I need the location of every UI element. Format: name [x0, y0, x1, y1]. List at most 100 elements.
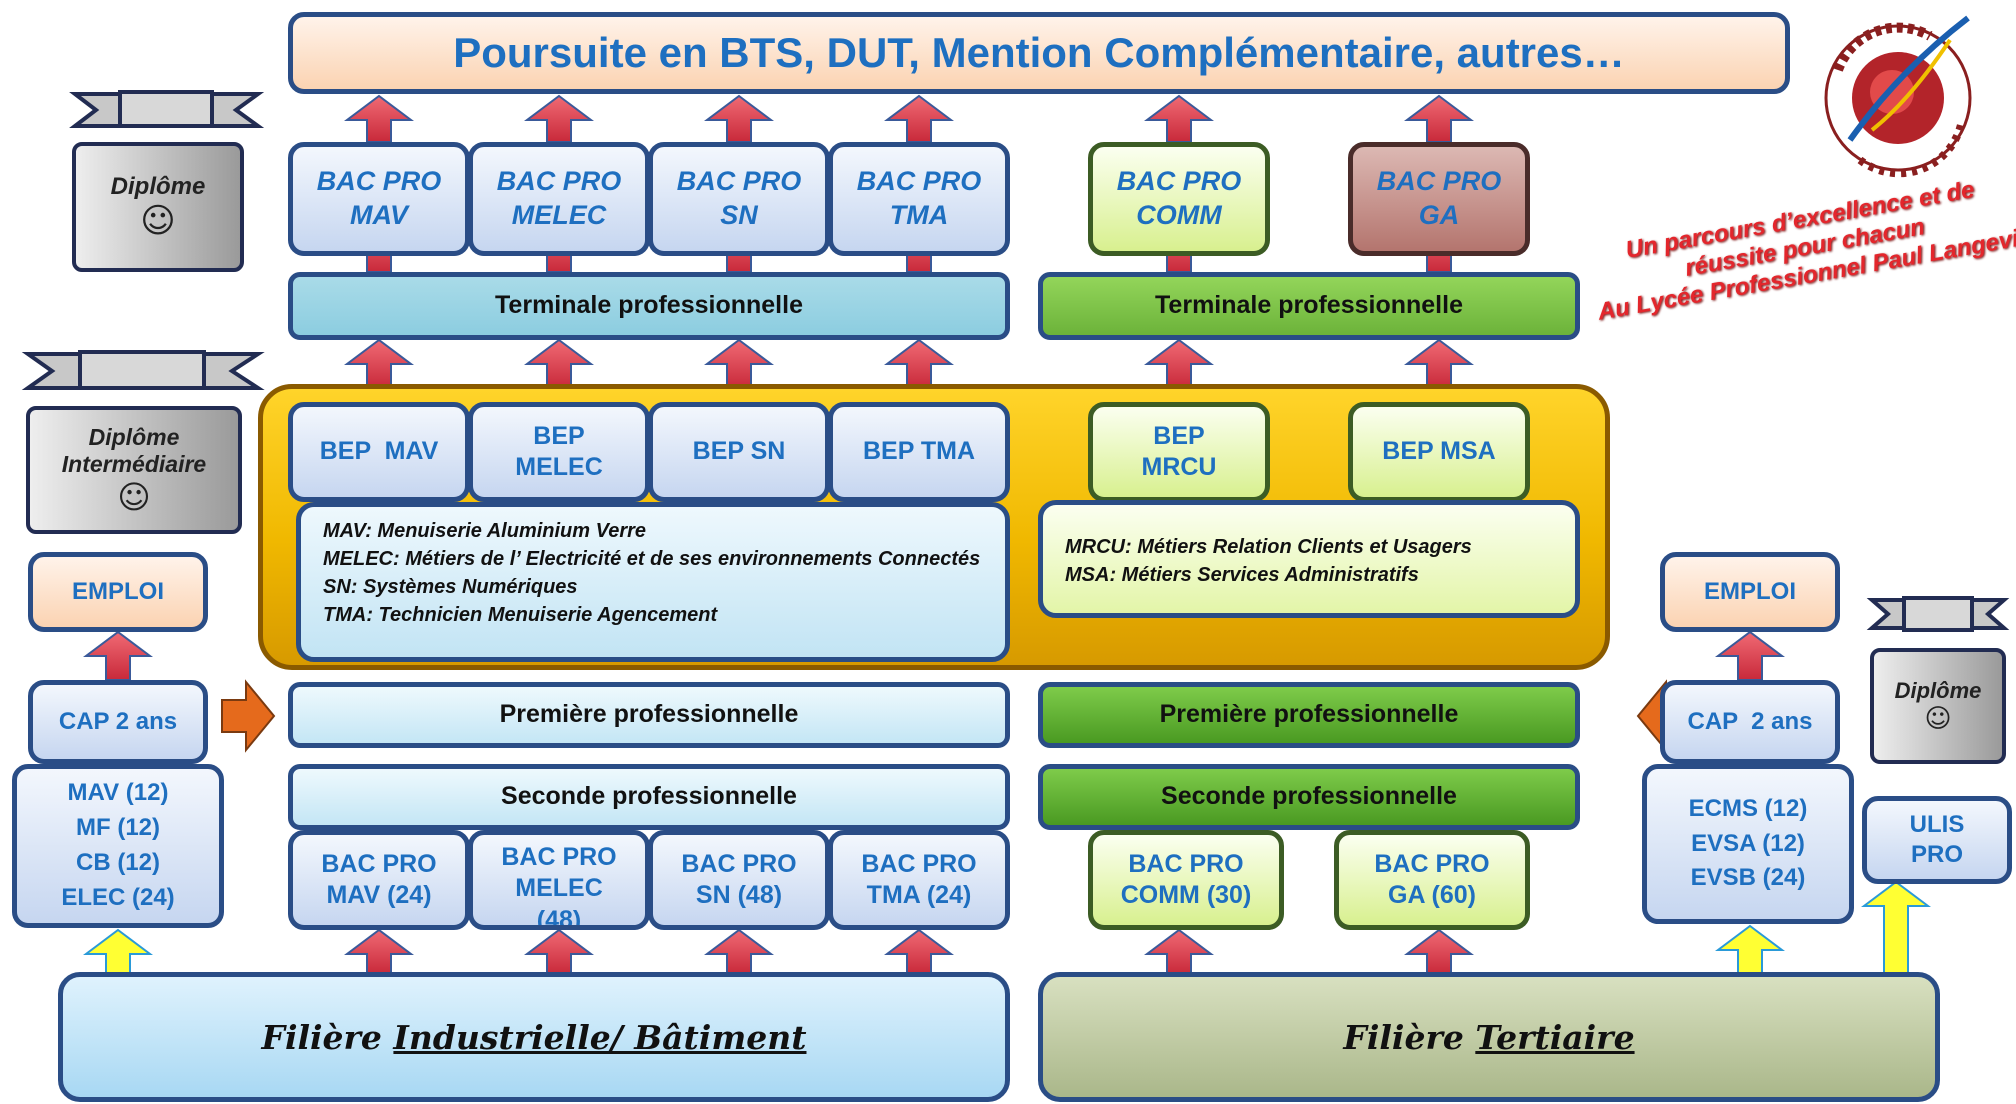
emploi-label: EMPLOI — [71, 578, 164, 605]
bac-bottom-name: MAV (24) — [326, 881, 432, 909]
level-label: Seconde professionnelle — [501, 782, 797, 811]
red-arrow-icon — [83, 630, 153, 681]
red-arrow-icon — [884, 338, 954, 389]
bac-top-sn: BAC PRO SN — [648, 142, 830, 256]
bac-bottom-label: BAC PRO — [1374, 849, 1490, 878]
bac-top-label: BAC PRO — [676, 166, 802, 197]
level-label: Terminale professionnelle — [1155, 291, 1463, 320]
bac-bottom-label: BAC PRO — [501, 843, 617, 872]
legend-line: MSA: Métiers Services Administratifs — [1065, 564, 1419, 586]
diplome-label: Diplôme — [110, 173, 206, 200]
legend-line: MRCU: Métiers Relation Clients et Usager… — [1065, 536, 1472, 558]
legend-line: MELEC: Métiers de l’ Electricité et de s… — [323, 548, 981, 570]
red-arrow-icon — [1404, 94, 1474, 143]
bep-melec: BEP MELEC — [468, 402, 650, 502]
ribbon-icon — [21, 350, 265, 390]
smiley-icon: ☺ — [117, 478, 151, 516]
red-arrow-icon — [704, 338, 774, 389]
terminale-tertiary: Terminale professionnelle — [1038, 272, 1580, 340]
red-arrow-icon — [524, 94, 594, 143]
red-arrow-icon — [884, 928, 954, 975]
diplome-intermediaire-scroll: Diplôme Intermédiaire ☺ — [26, 406, 242, 534]
bac-top-name: GA — [1418, 200, 1460, 230]
ribbon-icon — [1866, 596, 2010, 632]
red-arrow-icon — [1144, 94, 1214, 143]
cap-item: EVSB (24) — [1690, 864, 1806, 892]
ulis-pro: ULIS PRO — [1862, 796, 2012, 884]
bac-bottom-name: GA (60) — [1388, 881, 1476, 909]
diplome-label: Diplôme — [1894, 678, 1982, 703]
bac-top-mav: BAC PRO MAV — [288, 142, 470, 256]
bac-bottom-name: SN (48) — [695, 881, 783, 909]
cap-item: MF (12) — [76, 814, 160, 842]
legend-line: SN: Systèmes Numériques — [323, 576, 578, 598]
red-arrow-icon — [704, 94, 774, 143]
red-arrow-icon — [344, 338, 414, 389]
bac-bottom-melec: BAC PRO MELEC (48) — [468, 830, 650, 930]
bep-mrcu: BEP MRCU — [1088, 402, 1270, 502]
filiere-name: Industrielle/ Bâtiment — [393, 1017, 807, 1057]
seconde-tertiary: Seconde professionnelle — [1038, 764, 1580, 830]
ulis-label: ULIS — [1909, 811, 1965, 838]
bep-label: BEP TMA — [862, 437, 976, 466]
cap-item: MAV (12) — [67, 779, 169, 807]
bac-top-melec: BAC PRO MELEC — [468, 142, 650, 256]
bac-top-name: SN — [720, 200, 758, 230]
bac-bottom-ga: BAC PRO GA (60) — [1334, 830, 1530, 930]
yellow-arrow-icon — [1715, 924, 1785, 975]
premiere-industrial: Première professionnelle — [288, 682, 1010, 748]
bac-top-ga: BAC PRO GA — [1348, 142, 1530, 256]
cap-left: CAP 2 ans — [28, 680, 208, 764]
diplome-label: Intermédiaire — [61, 451, 207, 477]
legend-industrial: MAV: Menuiserie Aluminium Verre MELEC: M… — [296, 502, 1010, 662]
bac-bottom-name: TMA (24) — [866, 881, 972, 909]
smiley-icon: ☺ — [1924, 704, 1952, 734]
bep-tma: BEP TMA — [828, 402, 1010, 502]
bac-bottom-label: BAC PRO — [861, 849, 977, 878]
filiere-prefix: Filière — [261, 1017, 394, 1057]
smiley-icon: ☺ — [140, 201, 176, 241]
filiere-industrial: Filière Industrielle/ Bâtiment — [58, 972, 1010, 1102]
yellow-arrow-icon — [83, 928, 153, 975]
bep-label: BEP — [1153, 421, 1205, 450]
red-arrow-icon — [344, 928, 414, 975]
cap-label: CAP 2 ans — [58, 708, 178, 735]
red-arrow-icon — [1144, 338, 1214, 389]
red-arrow-icon — [524, 338, 594, 389]
school-logo — [1824, 15, 1972, 178]
bac-bottom-sn: BAC PRO SN (48) — [648, 830, 830, 930]
bep-label: BEP — [533, 421, 585, 450]
diplome-scroll-right: Diplôme ☺ — [1870, 648, 2006, 764]
bac-top-label: BAC PRO — [496, 166, 622, 197]
red-arrow-icon — [1404, 928, 1474, 975]
red-arrow-icon — [884, 94, 954, 143]
bac-bottom-label: BAC PRO — [681, 849, 797, 878]
red-arrow-icon — [524, 928, 594, 975]
cap-list-right: ECMS (12) EVSA (12) EVSB (24) — [1642, 764, 1854, 924]
bep-label: BEP MSA — [1382, 437, 1496, 466]
bac-top-label: BAC PRO — [316, 166, 442, 197]
level-label: Seconde professionnelle — [1161, 782, 1457, 811]
bep-label: BEP SN — [692, 437, 786, 466]
ribbon-icon — [69, 90, 265, 128]
bep-name: MRCU — [1141, 453, 1217, 481]
bac-top-name: TMA — [889, 200, 949, 230]
level-label: Première professionnelle — [1159, 700, 1459, 729]
bac-top-label: BAC PRO — [856, 166, 982, 197]
premiere-tertiary: Première professionnelle — [1038, 682, 1580, 748]
legend-line: TMA: Technicien Menuiserie Agencement — [323, 604, 718, 626]
bac-bottom-comm: BAC PRO COMM (30) — [1088, 830, 1284, 930]
diplome-scroll: Diplôme ☺ — [72, 142, 244, 272]
level-label: Terminale professionnelle — [495, 291, 803, 320]
filiere-tertiary: Filière Tertiaire — [1038, 972, 1940, 1102]
terminale-industrial: Terminale professionnelle — [288, 272, 1010, 340]
header-banner: Poursuite en BTS, DUT, Mention Complémen… — [288, 12, 1790, 94]
red-arrow-icon — [1404, 338, 1474, 389]
yellow-arrow-icon — [1861, 880, 1931, 981]
bac-top-name: MELEC — [511, 200, 607, 230]
bac-bottom-count: (48) — [536, 905, 582, 930]
cap-item: CB (12) — [75, 849, 160, 876]
ulis-label: PRO — [1910, 841, 1963, 868]
bac-bottom-label: BAC PRO — [321, 849, 437, 878]
bac-top-comm: BAC PRO COMM — [1088, 142, 1270, 256]
